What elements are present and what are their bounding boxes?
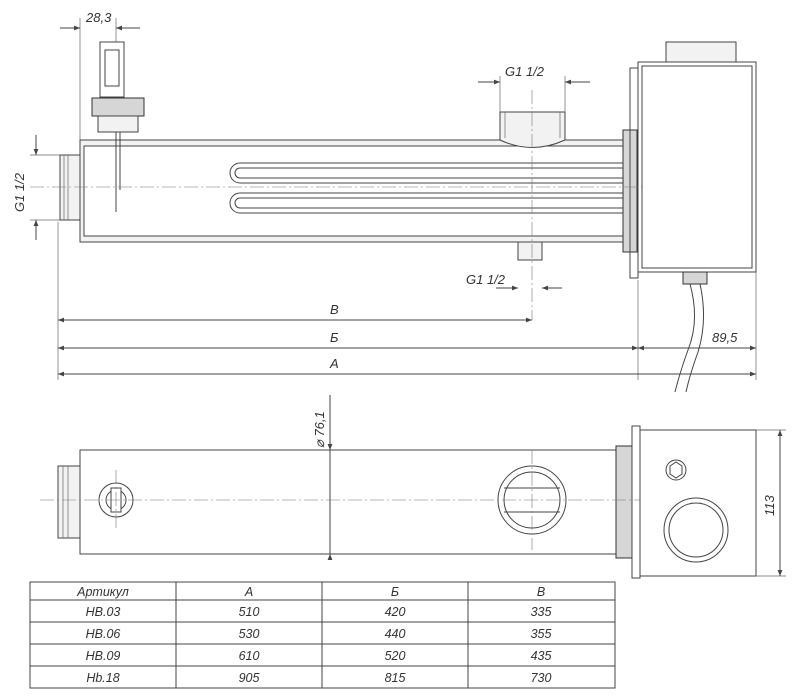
svg-text:435: 435 [531,649,552,663]
svg-text:520: 520 [385,649,406,663]
top-plan-view: ⌀ 76,1 113 [40,395,786,579]
svg-text:610: 610 [239,649,260,663]
table-row: HB.09 610 520 435 [86,649,552,663]
table-row: Hb.18 905 815 730 [86,671,551,685]
table-header-article: Артикул [76,585,129,599]
svg-text:HB.03: HB.03 [86,605,121,619]
svg-text:440: 440 [385,627,406,641]
dim-box-depth: 89,5 [712,330,738,345]
svg-text:HB.06: HB.06 [86,627,121,641]
dim-box-height: 113 [762,495,777,516]
dimension-lines: 28,3 G1 1/2 G1 1/2 G1 1/2 В Б А 89,5 [12,10,757,380]
table-header-a: А [244,585,253,599]
dim-length-b: В [330,302,339,317]
dim-thread-top: G1 1/2 [505,64,545,79]
svg-text:510: 510 [239,605,260,619]
dim-thread-bottom: G1 1/2 [466,272,506,287]
terminal-box [637,41,757,393]
thermostat-probe [91,41,145,212]
dim-length-a: А [329,356,339,371]
dimensions-table: Артикул А Б В HB.03 510 420 335 HB.06 53… [29,581,616,689]
dim-thread-left: G1 1/2 [12,172,27,212]
side-section-view [30,41,757,393]
dim-length-bb: Б [330,330,339,345]
dim-diameter: ⌀ 76,1 [312,411,327,448]
table-row: HB.03 510 420 335 [86,605,552,619]
svg-text:530: 530 [239,627,260,641]
table-header-bb: Б [391,585,399,599]
svg-text:HB.09: HB.09 [86,649,121,663]
heating-element [229,162,623,214]
svg-text:355: 355 [531,627,552,641]
svg-text:730: 730 [531,671,552,685]
table-header-b: В [537,585,545,599]
svg-text:335: 335 [531,605,552,619]
svg-text:905: 905 [239,671,260,685]
svg-text:420: 420 [385,605,406,619]
table-row: HB.06 530 440 355 [86,627,552,641]
dim-probe-offset: 28,3 [85,10,112,25]
svg-text:Hb.18: Hb.18 [86,671,119,685]
svg-text:815: 815 [385,671,406,685]
